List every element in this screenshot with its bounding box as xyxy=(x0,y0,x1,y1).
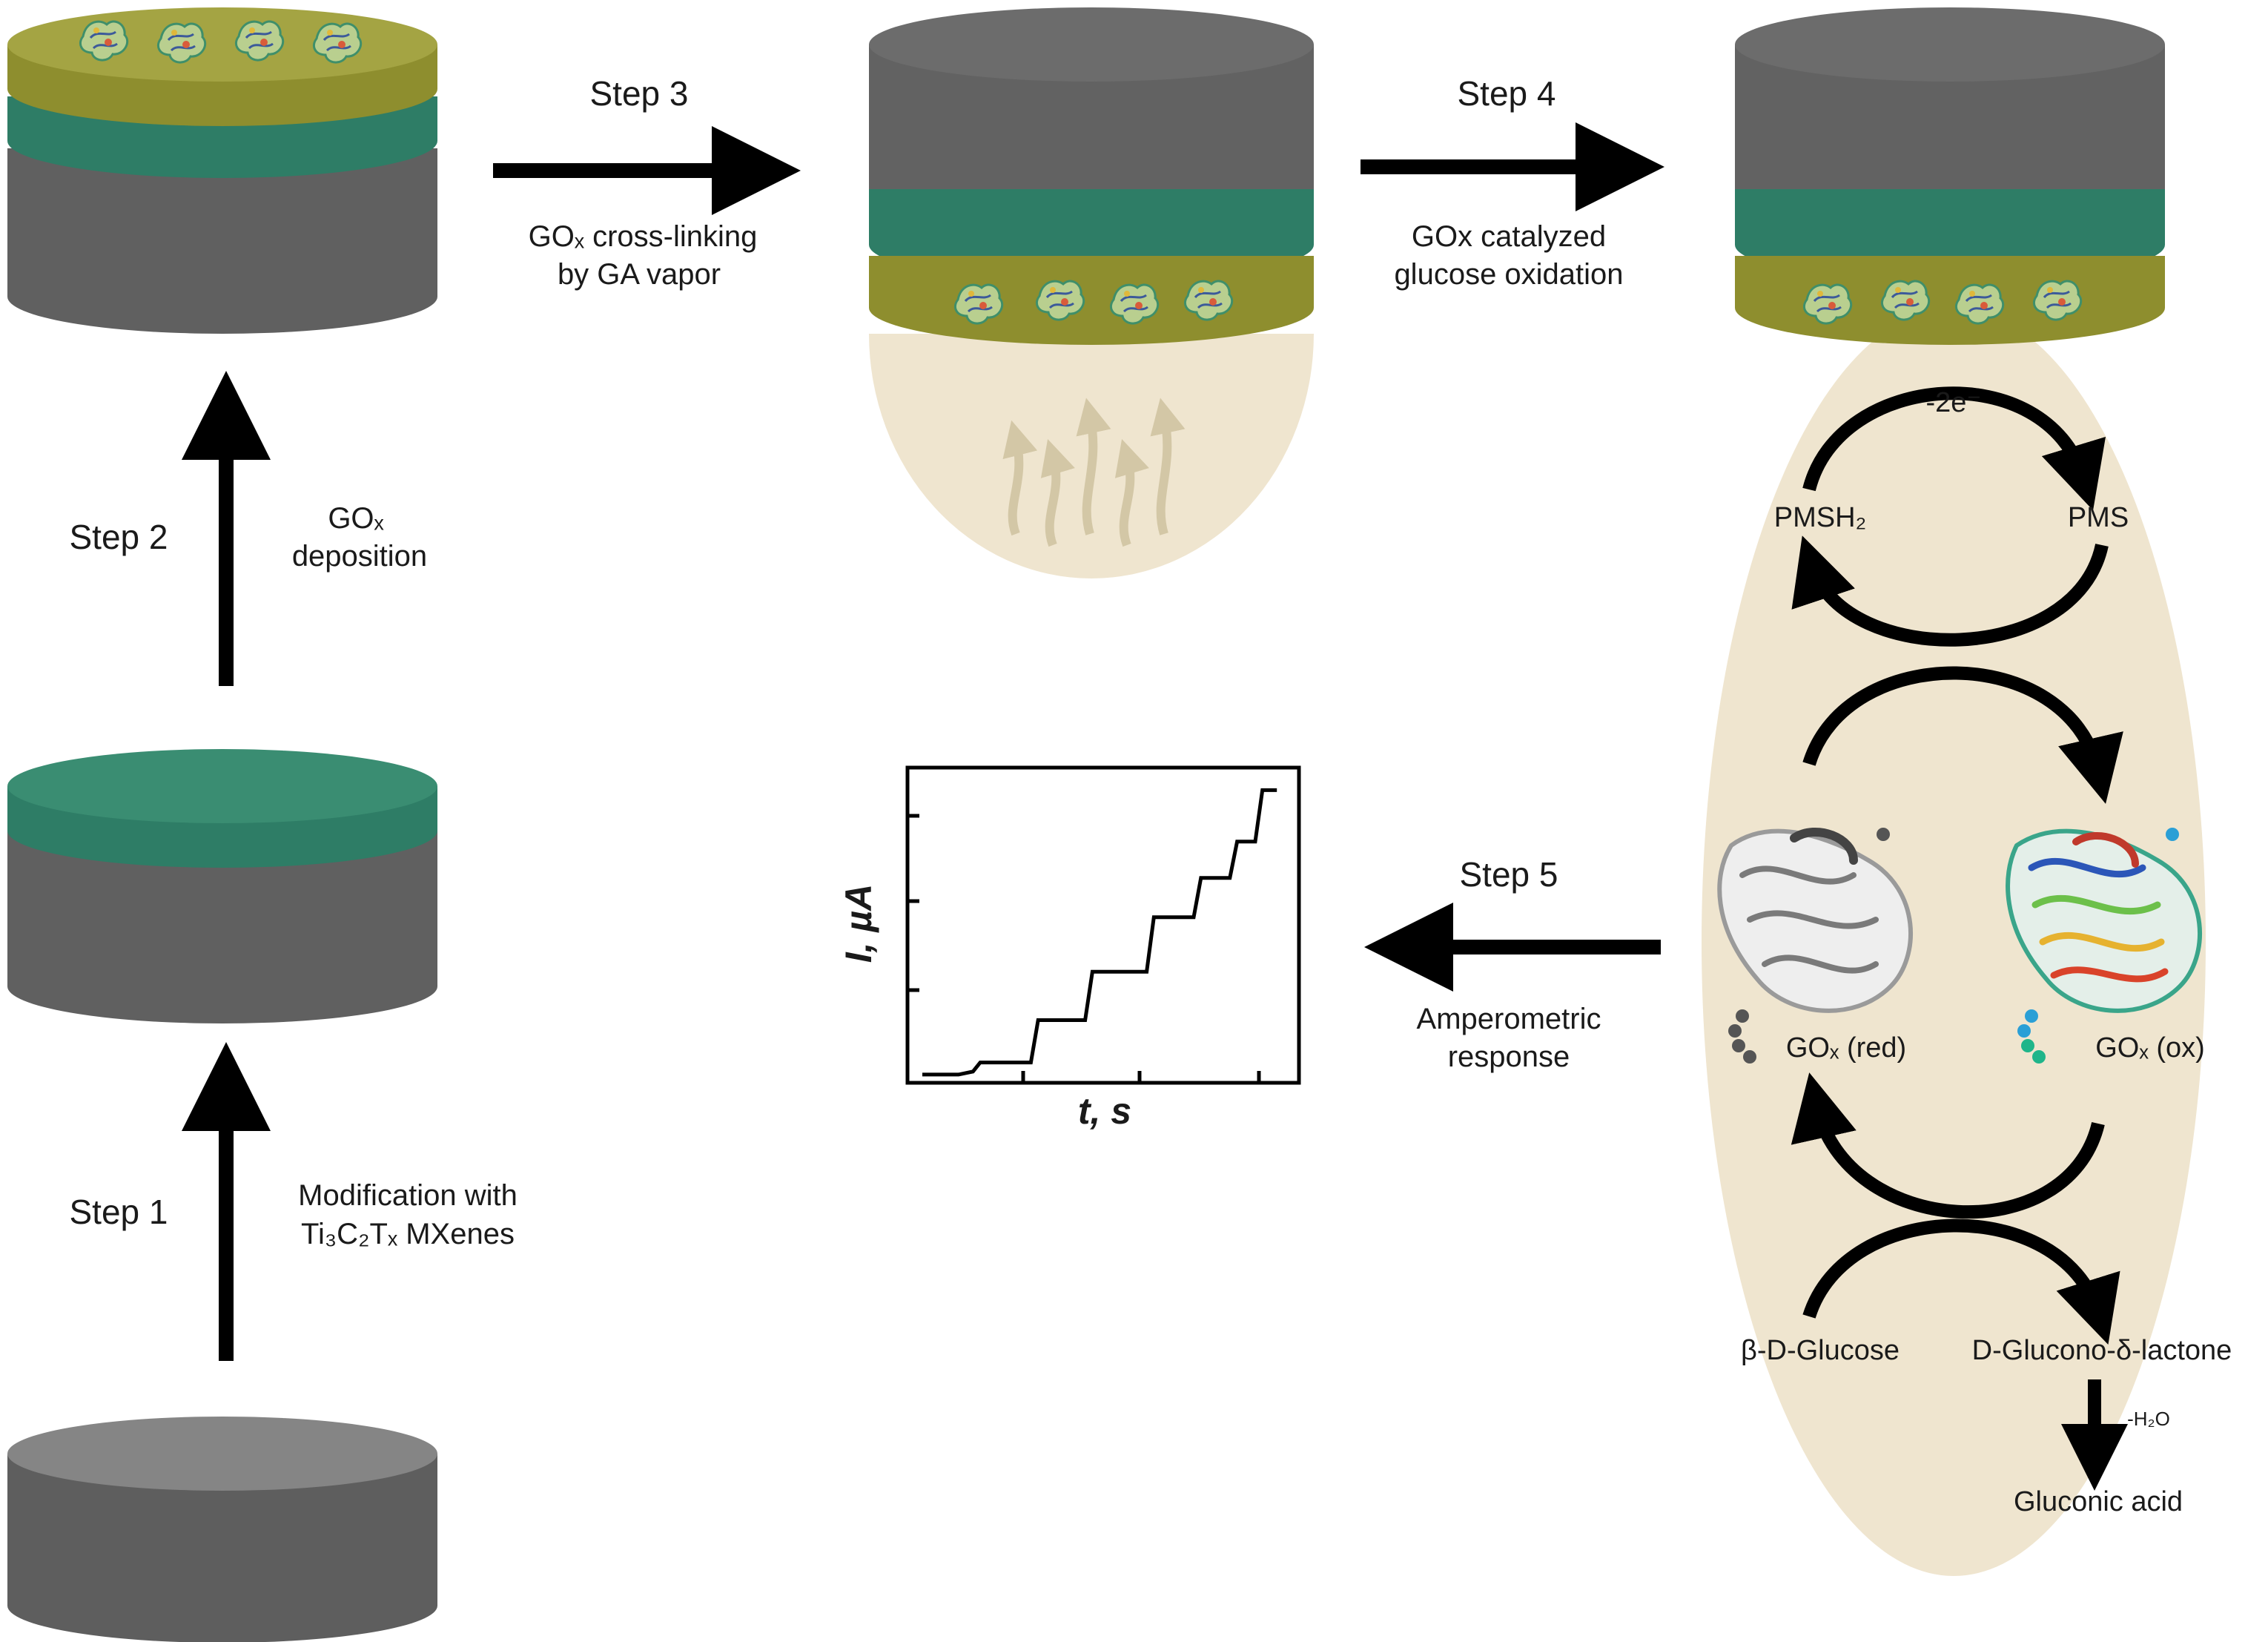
lactone-label: D-Glucono-δ-lactone xyxy=(1972,1335,2232,1366)
x-axis-ticks xyxy=(1021,1071,1261,1083)
pms-label: PMS xyxy=(2068,502,2129,533)
gox-reoxidation-arrow xyxy=(1802,666,2123,804)
gox-ox-label: GOₓ (ox) xyxy=(2095,1032,2205,1064)
step5-label: Step 5 xyxy=(1460,855,1558,894)
gox-reduced-structure xyxy=(1717,827,1914,1064)
reaction-zone xyxy=(1702,308,2206,1576)
glucose-oxidation-arrow xyxy=(1802,1219,2120,1345)
step2-desc-line2: deposition xyxy=(292,540,427,573)
step5-desc-line2: response xyxy=(1448,1041,1570,1073)
plot-y-label: I, µA xyxy=(838,884,879,963)
step2-desc-line1: GOₓ xyxy=(328,502,384,535)
mxene-electrode xyxy=(7,749,437,1023)
plot-frame xyxy=(905,765,1301,1085)
crosslinking-setup xyxy=(869,7,1314,578)
step4-desc-line2: glucose oxidation xyxy=(1394,258,1623,291)
electron-label: -2e⁻ xyxy=(1926,387,1982,418)
step2-label: Step 2 xyxy=(70,518,168,556)
gox-oxidized-structure xyxy=(2006,828,2203,1064)
bare-electrode xyxy=(7,1417,437,1642)
biosensor-electrode xyxy=(1735,7,2165,345)
reaction-cycle xyxy=(1791,386,2128,1491)
gox-deposited-electrode xyxy=(7,7,437,334)
step3-desc-line1: GOₓ cross-linking xyxy=(529,220,758,253)
gox-reduction-arrow xyxy=(1791,1072,2105,1219)
step3-desc-line2: by GA vapor xyxy=(558,258,721,291)
current-trace xyxy=(922,788,1277,1077)
glucose-label: β-D-Glucose xyxy=(1741,1335,1900,1366)
step1-label: Step 1 xyxy=(70,1193,168,1231)
plot-x-label: t, s xyxy=(1078,1090,1131,1132)
step1-desc-line2: Ti₃C₂Tₓ MXenes xyxy=(301,1218,515,1250)
gluconic-acid-label: Gluconic acid xyxy=(2014,1486,2183,1517)
vapor-arrows xyxy=(1002,398,1186,547)
y-axis-ticks xyxy=(907,814,919,992)
gox-red-label: GOₓ (red) xyxy=(1786,1032,1906,1064)
pmsh2-label: PMSH₂ xyxy=(1774,502,1867,533)
step4-desc-line1: GOx catalyzed xyxy=(1412,220,1606,253)
step4-label: Step 4 xyxy=(1458,74,1556,113)
amperometric-plot: I, µA t, s xyxy=(838,765,1301,1132)
step5-desc-line1: Amperometric xyxy=(1417,1003,1601,1035)
electron-transfer-arrow xyxy=(1802,386,2106,511)
step3-label: Step 3 xyxy=(590,74,689,113)
water-loss-label: -H₂O xyxy=(2127,1408,2170,1430)
pms-reduction-arrow xyxy=(1791,535,2109,647)
step1-desc-line1: Modification with xyxy=(298,1179,518,1212)
